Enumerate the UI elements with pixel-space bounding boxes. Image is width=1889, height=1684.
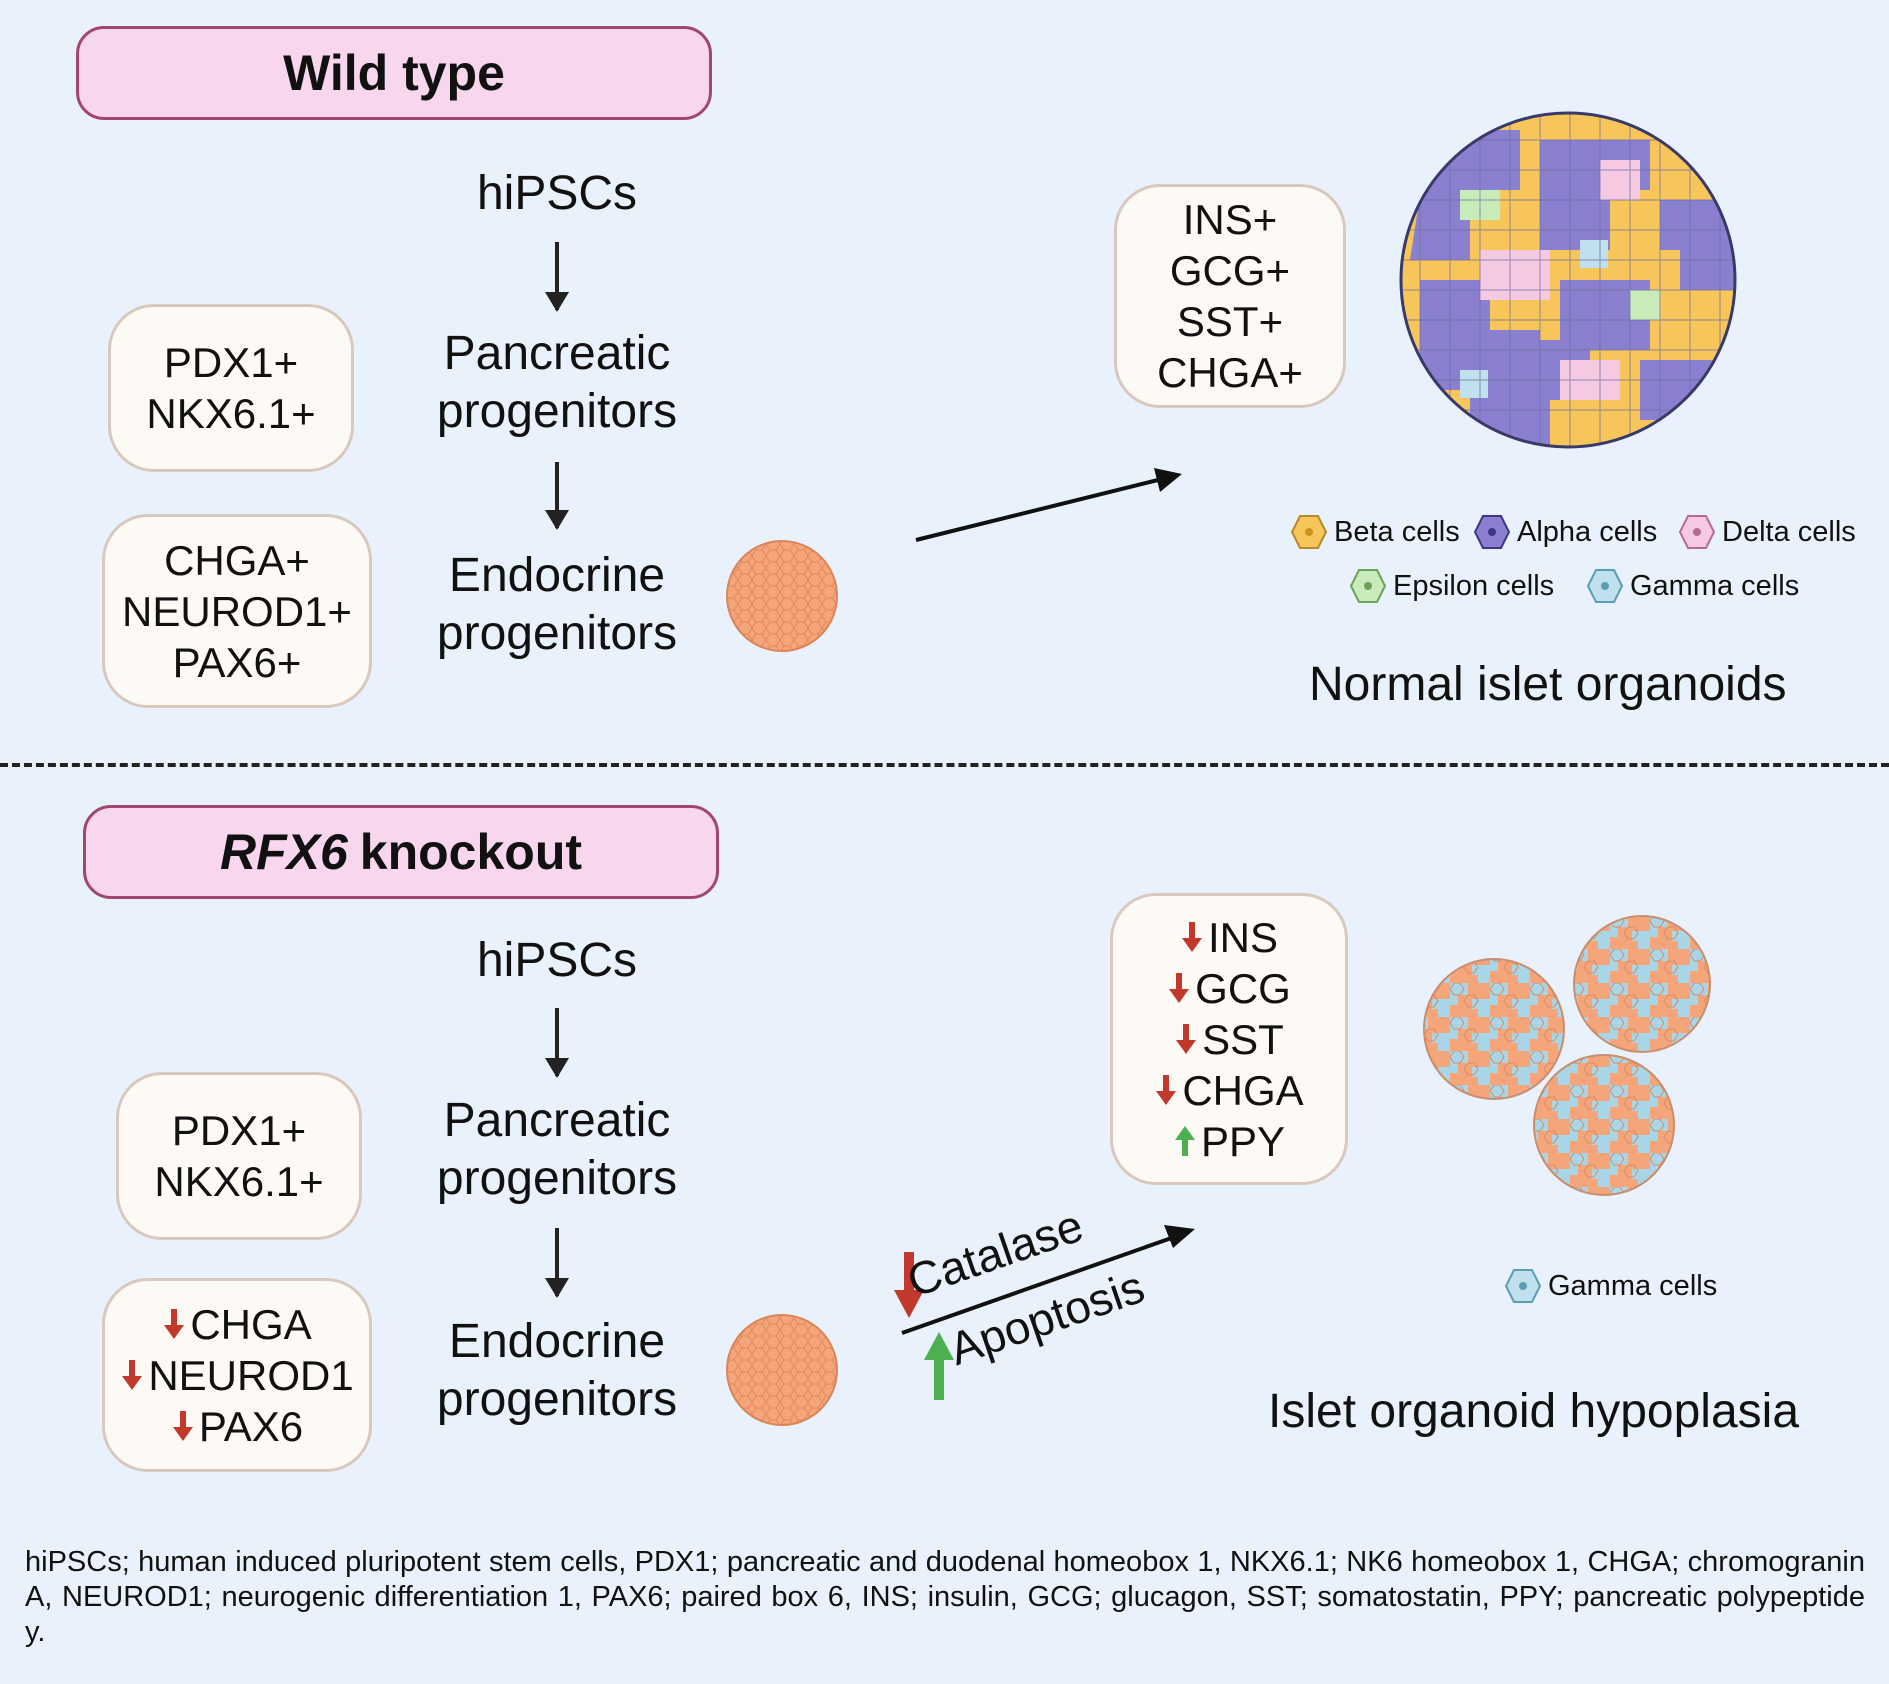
marker-row: PAX6 [171, 1401, 303, 1452]
ko-stage-hipscs-label: hiPSCs [476, 934, 638, 987]
delta-cell-icon [1678, 515, 1716, 549]
ko-outcome: Islet organoid hypoplasia [1268, 1385, 1800, 1438]
marker-row: SST [1174, 1014, 1284, 1065]
legend-beta: Beta cells [1290, 513, 1460, 551]
wt-differentiation-arrow [915, 468, 1182, 542]
ko-stage-hipscs: hiPSCs [400, 932, 714, 990]
ko-pancreatic-markers: PDX1+ NKX6.1+ [116, 1072, 362, 1240]
wt-endocrine-markers: CHGA+ NEUROD1+ PAX6+ [102, 514, 372, 708]
wt-pancreatic-markers: PDX1+ NKX6.1+ [108, 304, 354, 472]
marker: INS [1207, 913, 1278, 961]
marker: PAX6+ [172, 638, 302, 686]
ko-legend-gamma-label: Gamma cells [1548, 1269, 1718, 1302]
ko-stage-endocrine-label: Endocrine progenitors [436, 1315, 678, 1426]
ko-arrow-2 [545, 1228, 569, 1298]
gamma-cell-icon [1504, 1269, 1542, 1303]
ko-stage-pancreatic-label: Pancreatic progenitors [436, 1094, 678, 1205]
marker-row: PPY [1173, 1116, 1285, 1167]
marker: NEUROD1 [148, 1351, 354, 1399]
down-arrow-icon [122, 1360, 143, 1390]
wt-stage-endocrine-label: Endocrine progenitors [436, 549, 678, 660]
down-arrow-icon [164, 1309, 185, 1339]
marker: GCG+ [1169, 247, 1291, 294]
wt-outcome: Normal islet organoids [1309, 658, 1787, 711]
hypoplastic-organoids [1423, 915, 1711, 1196]
marker-row: CHGA [1154, 1065, 1304, 1116]
marker: NEUROD1+ [122, 587, 352, 635]
knockout-title: RFX6 knockout [83, 805, 719, 899]
legend-gamma: Gamma cells [1586, 567, 1799, 605]
ko-arrow-1 [545, 1008, 569, 1078]
marker-row: CHGA [162, 1299, 312, 1350]
marker: CHGA [190, 1300, 312, 1348]
down-arrow-icon [1181, 922, 1202, 952]
marker: PPY [1200, 1117, 1286, 1165]
marker: INS+ [1182, 196, 1278, 243]
section-divider [0, 763, 1889, 767]
down-arrow-icon [172, 1411, 193, 1441]
normal-islet-organoid [1399, 111, 1737, 449]
marker: NKX6.1+ [154, 1158, 324, 1205]
abbreviations-footnote: hiPSCs; human induced pluripotent stem c… [25, 1546, 1865, 1648]
marker-row: NEUROD1 [120, 1350, 354, 1401]
ko-differentiation-arrow [901, 1225, 1195, 1335]
gamma-cell-icon [1586, 569, 1624, 603]
marker: GCG [1195, 964, 1291, 1012]
marker-row: INS [1180, 912, 1278, 963]
marker-row: GCG [1167, 963, 1291, 1014]
down-arrow-icon [1156, 1075, 1177, 1105]
legend-epsilon-label: Epsilon cells [1393, 569, 1555, 602]
ko-endocrine-markers: CHGA NEUROD1 PAX6 [102, 1278, 372, 1472]
marker: PDX1+ [163, 339, 299, 386]
wild-type-title: Wild type [76, 26, 712, 120]
ko-stage-pancreatic: Pancreatic progenitors [400, 1092, 714, 1208]
down-arrow-icon [1176, 1024, 1197, 1054]
ko-legend-gamma: Gamma cells [1504, 1267, 1717, 1305]
knockout-title-text: knockout [359, 824, 583, 880]
ko-stage-endocrine: Endocrine progenitors [400, 1313, 714, 1429]
wt-arrow-1 [545, 242, 569, 312]
wt-arrow-2 [545, 462, 569, 530]
wt-stage-endocrine: Endocrine progenitors [400, 547, 714, 663]
wt-islet-markers: INS+ GCG+ SST+ CHGA+ [1114, 184, 1346, 408]
legend-alpha: Alpha cells [1473, 513, 1657, 551]
wt-stage-hipscs: hiPSCs [400, 165, 714, 223]
wild-type-title-text: Wild type [283, 45, 505, 101]
down-arrow-icon [1169, 973, 1190, 1003]
wt-progenitor-sphere [726, 540, 838, 652]
legend-delta: Delta cells [1678, 513, 1856, 551]
apoptosis-up-arrow-icon [924, 1332, 954, 1400]
marker: CHGA+ [164, 536, 310, 584]
legend-delta-label: Delta cells [1722, 515, 1856, 548]
wt-stage-pancreatic: Pancreatic progenitors [400, 325, 714, 441]
ko-islet-markers: INS GCG SST CHGA PPY [1110, 893, 1348, 1185]
wt-stage-hipscs-label: hiPSCs [476, 167, 638, 220]
marker: SST [1202, 1015, 1284, 1063]
marker: CHGA+ [1157, 349, 1303, 396]
catalase-down-arrow-icon [894, 1252, 924, 1318]
beta-cell-icon [1290, 515, 1328, 549]
marker: SST+ [1176, 298, 1284, 345]
knockout-gene: RFX6 [219, 824, 348, 880]
ko-progenitor-sphere [726, 1314, 838, 1426]
wt-stage-pancreatic-label: Pancreatic progenitors [436, 327, 678, 438]
legend-gamma-label: Gamma cells [1630, 569, 1800, 602]
up-arrow-icon [1174, 1126, 1195, 1156]
legend-alpha-label: Alpha cells [1517, 515, 1658, 548]
marker: CHGA [1182, 1066, 1304, 1114]
legend-epsilon: Epsilon cells [1349, 567, 1554, 605]
alpha-cell-icon [1473, 515, 1511, 549]
marker: PAX6 [198, 1402, 304, 1450]
legend-beta-label: Beta cells [1334, 515, 1460, 548]
marker: PDX1+ [171, 1107, 307, 1154]
marker: NKX6.1+ [146, 390, 316, 437]
epsilon-cell-icon [1349, 569, 1387, 603]
